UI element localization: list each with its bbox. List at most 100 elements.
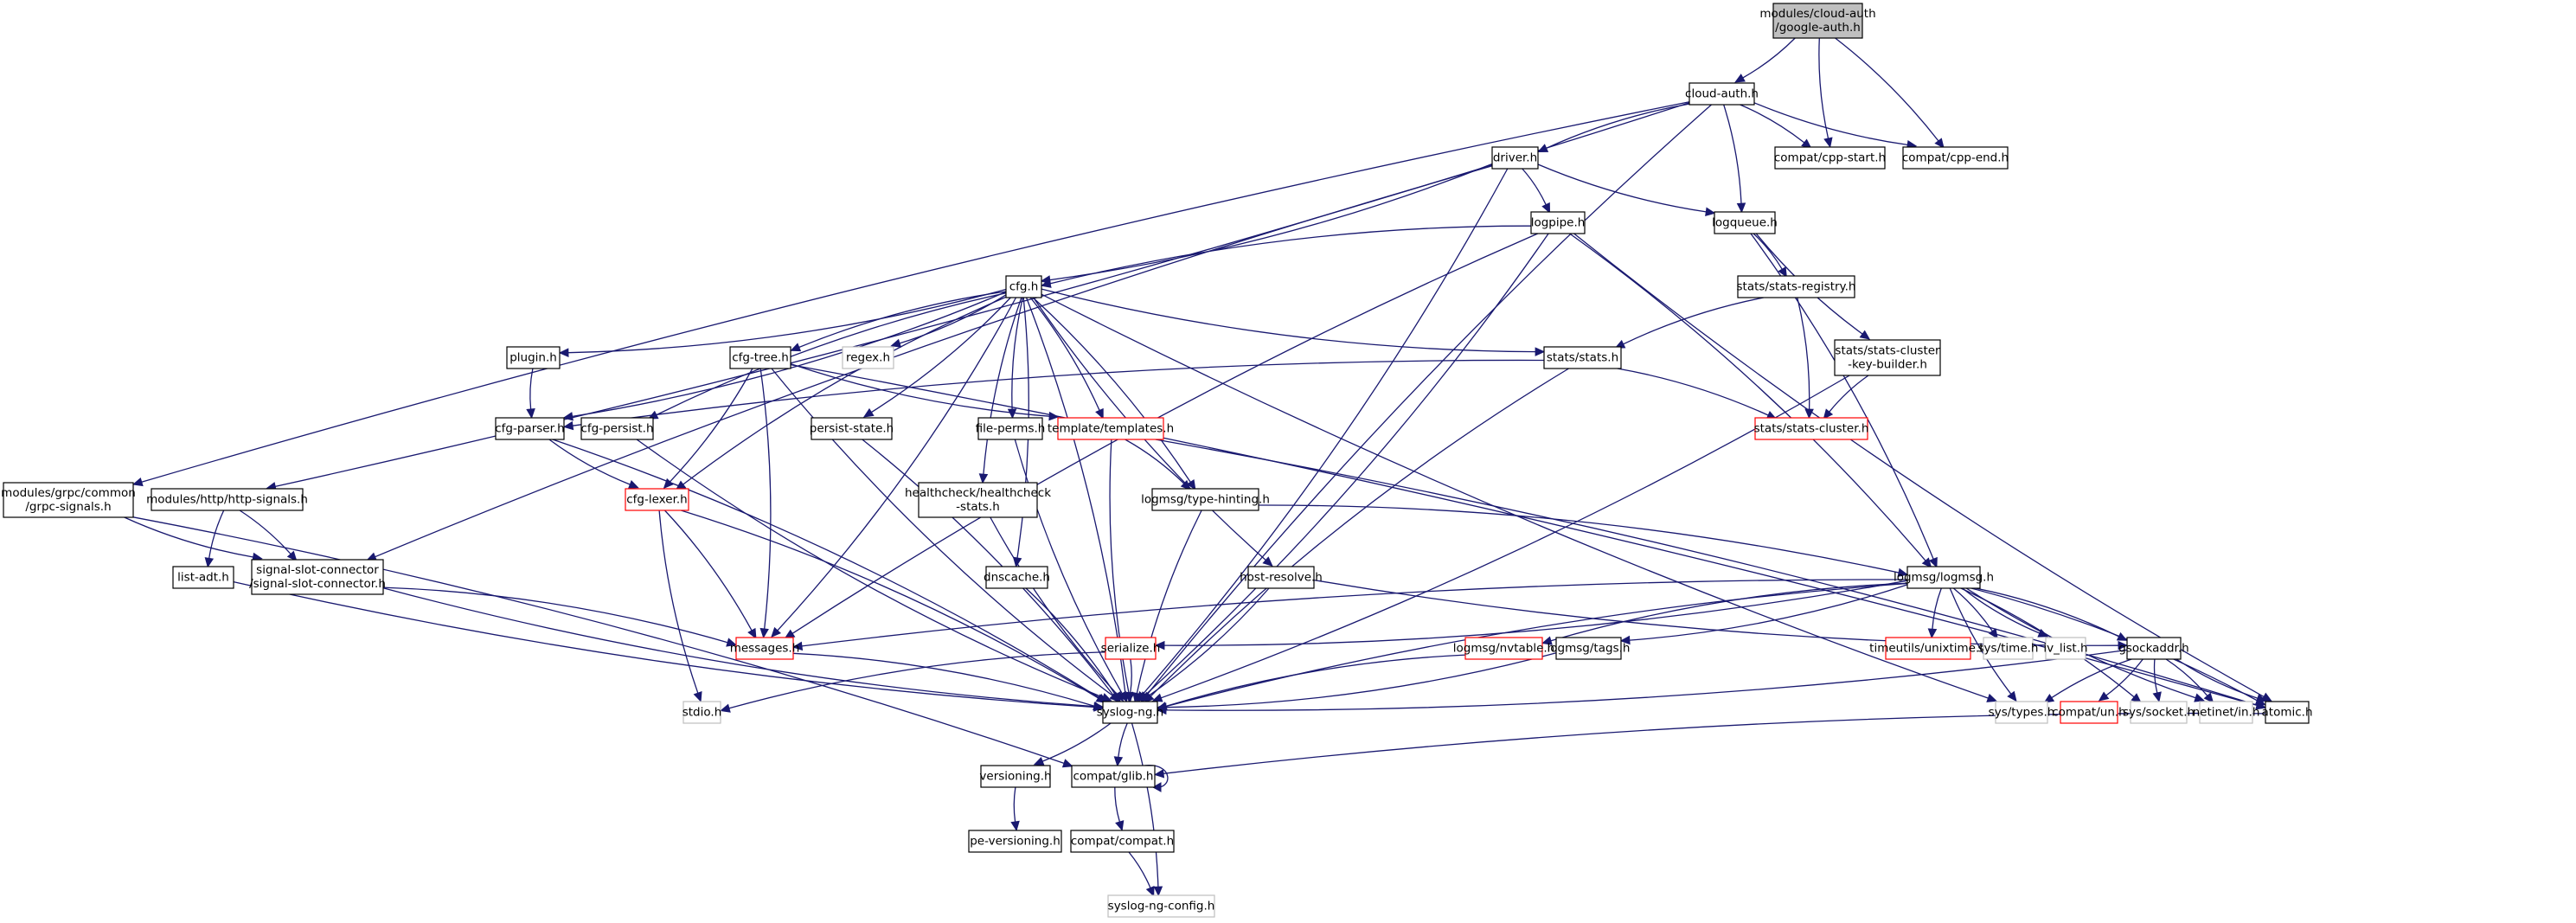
edge-cloud-auth-to-syslog-ng: [1140, 104, 1712, 703]
arrowhead-icon: [663, 478, 674, 490]
node-unixtime[interactable]: timeutils/unixtime.h: [1869, 637, 1987, 660]
node-ssc[interactable]: signal-slot-connector/signal-slot-connec…: [249, 559, 386, 595]
node-compat-glib[interactable]: compat/glib.h: [1071, 765, 1156, 788]
node-stats-registry[interactable]: stats/stats-registry.h: [1737, 275, 1856, 298]
edge-cfg-to-sys-types: [1041, 293, 1998, 702]
node-pe-versioning[interactable]: pe-versioning.h: [968, 830, 1062, 853]
node-box: [1105, 637, 1157, 660]
node-gsockaddr[interactable]: gsockaddr.h: [2118, 637, 2189, 660]
node-box: [495, 417, 565, 440]
edge-driver-to-cfg: [1040, 163, 1493, 285]
node-cfg-tree[interactable]: cfg-tree.h: [729, 346, 791, 369]
edge-line: [1165, 652, 1557, 708]
node-cloud-auth[interactable]: cloud-auth.h: [1685, 82, 1759, 106]
node-syslog-ng[interactable]: syslog-ng.h: [1097, 701, 1163, 724]
node-dnscache[interactable]: dnscache.h: [984, 566, 1050, 589]
edge-line: [1130, 658, 1132, 694]
node-google-auth[interactable]: modules/cloud-auth/google-auth.h: [1759, 3, 1876, 39]
edge-versioning-to-pe-versioning: [1010, 786, 1020, 832]
node-label: iv_list.h: [2043, 642, 2087, 656]
node-stats-cluster[interactable]: stats/stats-cluster.h: [1754, 417, 1869, 440]
edge-line: [1258, 504, 1900, 574]
edge-google-auth-to-cpp-end: [1835, 37, 1945, 149]
node-plugin[interactable]: plugin.h: [506, 346, 561, 369]
node-label: -stats.h: [956, 500, 1000, 514]
node-persist-state[interactable]: persist-state.h: [810, 417, 894, 440]
node-http-signals[interactable]: modules/http/http-signals.h: [146, 488, 308, 511]
node-label: host-resolve.h: [1240, 571, 1323, 585]
node-stats-ckb[interactable]: stats/stats-cluster-key-builder.h: [1834, 339, 1941, 376]
node-compat-un[interactable]: compat/un.h: [2052, 701, 2126, 724]
node-box: [1688, 82, 1755, 106]
node-atomic[interactable]: atomic.h: [2262, 701, 2313, 724]
node-box: [729, 346, 791, 369]
edge-cfg-to-type-hinting: [1032, 297, 1196, 490]
edge-logpipe-to-logmsg: [1569, 233, 1932, 568]
node-messages[interactable]: messages.h: [730, 637, 800, 660]
node-box: [1151, 488, 1259, 511]
edge-logmsg-to-nvtable: [1541, 582, 1908, 645]
edge-ssc-to-messages: [382, 586, 737, 647]
node-box: [980, 765, 1051, 788]
arrowhead-icon: [1823, 408, 1834, 420]
node-box: [1102, 701, 1158, 724]
arrowhead-icon: [1125, 691, 1135, 703]
node-label: regex.h: [846, 351, 890, 365]
node-label: sys/types.h: [1989, 706, 2055, 720]
node-cpp-start[interactable]: compat/cpp-start.h: [1774, 146, 1886, 170]
edge-line: [1013, 786, 1016, 823]
node-cfg-lexer[interactable]: cfg-lexer.h: [625, 488, 689, 511]
node-cfg-persist[interactable]: cfg-persist.h: [580, 417, 654, 440]
node-driver[interactable]: driver.h: [1491, 146, 1539, 170]
node-versioning[interactable]: versioning.h: [979, 765, 1052, 788]
node-host-resolve[interactable]: host-resolve.h: [1240, 566, 1323, 589]
node-serialize[interactable]: serialize.h: [1101, 637, 1161, 660]
node-list-adt[interactable]: list-adt.h: [172, 566, 234, 589]
node-file-perms[interactable]: file-perms.h: [976, 417, 1046, 440]
node-box: [1491, 146, 1539, 170]
node-label: modules/http/http-signals.h: [146, 493, 308, 507]
edge-cfg-lexer-to-stdio: [658, 510, 702, 702]
node-label: /google-auth.h: [1775, 21, 1861, 35]
edge-line: [670, 368, 753, 483]
node-tags[interactable]: logmsg/tags.h: [1548, 637, 1631, 660]
node-logqueue[interactable]: logqueue.h: [1712, 211, 1778, 234]
edge-http-signals-to-ssc: [239, 510, 298, 561]
arrowhead-icon: [862, 407, 875, 418]
node-compat-compat[interactable]: compat/compat.h: [1070, 830, 1175, 853]
arrowhead-icon: [1705, 207, 1716, 216]
node-stats[interactable]: stats/stats.h: [1543, 346, 1622, 369]
edge-syslog-ng-to-compat-glib: [1113, 722, 1128, 767]
node-cpp-end[interactable]: compat/cpp-end.h: [1902, 146, 2009, 170]
arrowhead-icon: [1095, 407, 1104, 420]
edge-stats-to-stats-cluster: [1617, 368, 1778, 420]
node-sys-time: sys/time.h: [1978, 637, 2038, 660]
node-cfg-parser[interactable]: cfg-parser.h: [495, 417, 565, 440]
node-logpipe[interactable]: logpipe.h: [1530, 211, 1586, 234]
arrowhead-icon: [2007, 690, 2017, 702]
edge-gsockaddr-to-syslog-ng: [1156, 649, 2128, 715]
arrowhead-icon: [1921, 557, 1932, 568]
node-label: syslog-ng.h: [1097, 706, 1163, 720]
arrowhead-icon: [1048, 411, 1060, 421]
node-nvtable[interactable]: logmsg/nvtable.h: [1453, 637, 1554, 660]
node-label: cfg-parser.h: [495, 422, 565, 436]
edge-line: [1617, 368, 1769, 416]
node-templates[interactable]: template/templates.h: [1048, 417, 1174, 440]
edge-dnscache-to-syslog-ng: [1025, 587, 1121, 703]
node-grpc-signals[interactable]: modules/grpc/common/grpc-signals.h: [1, 482, 136, 518]
edge-line: [1041, 288, 1536, 353]
node-logmsg[interactable]: logmsg/logmsg.h: [1894, 566, 1994, 589]
node-type-hinting[interactable]: logmsg/type-hinting.h: [1141, 488, 1270, 511]
node-box: [918, 482, 1038, 518]
node-cfg[interactable]: cfg.h: [1005, 275, 1042, 298]
node-healthcheck[interactable]: healthcheck/healthcheck-stats.h: [905, 482, 1051, 518]
edge-gsockaddr-to-sys-socket: [2152, 658, 2162, 702]
arrowhead-icon: [1100, 693, 1112, 702]
node-label: signal-slot-connector: [256, 563, 379, 577]
edge-line: [208, 510, 225, 559]
node-box: [1555, 637, 1622, 660]
edge-line: [1835, 37, 1939, 142]
node-box: [1906, 566, 1981, 589]
arrowhead-icon: [2203, 692, 2214, 703]
